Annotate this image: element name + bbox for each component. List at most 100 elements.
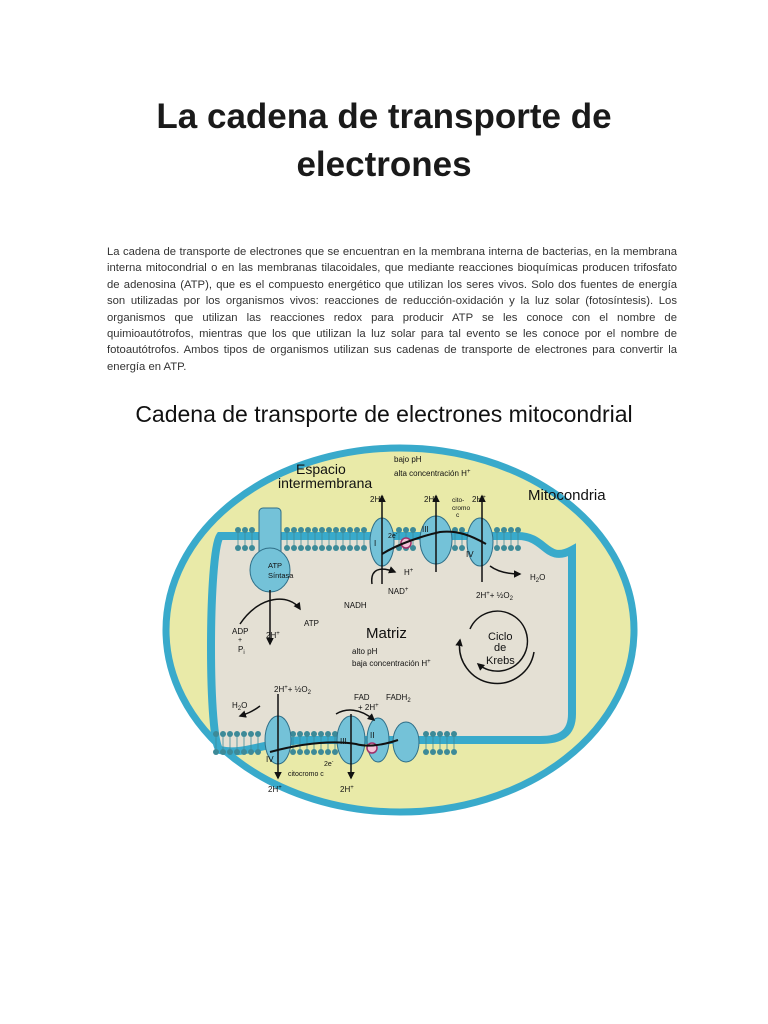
label-2h-atp: 2H+ — [266, 631, 280, 640]
label-complex-iii-bottom: III — [340, 737, 347, 746]
lipid-head — [410, 527, 416, 533]
label-2h-half-o2-top: 2H++ ½O2 — [476, 591, 514, 602]
lipid-head — [311, 731, 317, 737]
lipid-head — [290, 731, 296, 737]
lipid-head — [444, 749, 450, 755]
lipid-head — [319, 545, 325, 551]
atp-synthase — [249, 507, 291, 593]
label-krebs: Krebs — [486, 655, 515, 667]
lipid-head — [325, 749, 331, 755]
label-nadh: NADH — [344, 601, 367, 610]
electron-path-top — [381, 530, 487, 555]
lipid-head — [291, 545, 297, 551]
lipid-head — [326, 545, 332, 551]
lipid-head — [508, 545, 514, 551]
label-2h-bottom-2: 2H+ — [340, 785, 354, 794]
label-2h-bottom-1: 2H+ — [268, 785, 282, 794]
label-citocromo-bottom: citocromo c — [288, 771, 324, 778]
lipid-head — [423, 731, 429, 737]
mitochondria-diagram: Mitocondria Espacio intermembrana bajo p… — [162, 444, 638, 816]
lipid-head — [284, 527, 290, 533]
label-adp-plus: + — [238, 637, 242, 644]
lipid-head — [249, 527, 255, 533]
label-intermembrana: intermembrana — [278, 475, 372, 491]
lipid-head — [494, 527, 500, 533]
label-complex-iii-top: III — [422, 525, 429, 534]
lipid-head — [241, 749, 247, 755]
lipid-head — [213, 749, 219, 755]
lipid-head — [318, 749, 324, 755]
lipid-head — [220, 731, 226, 737]
lipid-head — [361, 545, 367, 551]
lipid-bilayer-top — [235, 527, 521, 551]
lipid-head — [340, 527, 346, 533]
lipid-head — [227, 749, 233, 755]
electron-path-bottom — [269, 739, 399, 753]
label-complex-ii-bottom: II — [370, 731, 374, 740]
lipid-head — [347, 527, 353, 533]
lipid-head — [410, 545, 416, 551]
lipid-head — [234, 731, 240, 737]
label-matriz: Matriz — [366, 625, 407, 642]
lipid-head — [333, 545, 339, 551]
label-fad-2h: + 2H+ — [358, 703, 379, 712]
lipid-bilayer-bottom — [213, 731, 457, 755]
label-bajo-ph: bajo pH — [394, 455, 422, 464]
lipid-head — [501, 545, 507, 551]
lipid-head — [423, 749, 429, 755]
label-2h-top-3: 2H+ — [472, 495, 486, 504]
lipid-head — [305, 545, 311, 551]
label-complex-iv-top: IV — [466, 550, 474, 559]
lipid-head — [312, 527, 318, 533]
label-atp-sintasa-1: ATP — [268, 561, 282, 570]
lipid-head — [298, 527, 304, 533]
lipid-head — [515, 545, 521, 551]
lipid-head — [347, 545, 353, 551]
lipid-head — [437, 749, 443, 755]
lipid-head — [444, 731, 450, 737]
lipid-head — [354, 545, 360, 551]
lipid-head — [452, 545, 458, 551]
lipid-head — [332, 731, 338, 737]
label-de: de — [494, 642, 506, 654]
label-2e-top: 2e- — [388, 531, 398, 540]
lipid-head — [508, 527, 514, 533]
lipid-head — [361, 527, 367, 533]
label-h-matrix: H+ — [404, 568, 414, 577]
label-baja-conc: baja concentración H+ — [352, 659, 431, 668]
lipid-head — [242, 527, 248, 533]
label-atp-sintasa-2: Síntasa — [268, 571, 294, 580]
label-adp: ADP — [232, 627, 248, 636]
lipid-head — [333, 527, 339, 533]
page-title: La cadena de transporte de electrones — [156, 97, 612, 184]
label-espacio: Espacio — [296, 461, 346, 477]
label-2h-half-o2-bottom: 2H++ ½O2 — [274, 685, 312, 696]
label-complex-i: I — [374, 539, 376, 548]
diagram-title: Cadena de transporte de electrones mitoc… — [135, 401, 633, 427]
lipid-head — [255, 731, 261, 737]
lipid-head — [249, 545, 255, 551]
label-atp: ATP — [304, 619, 319, 628]
lipid-head — [304, 731, 310, 737]
label-pi: Pi — [238, 645, 245, 656]
lipid-head — [340, 545, 346, 551]
lipid-head — [312, 545, 318, 551]
lipid-head — [241, 731, 247, 737]
label-complex-iv-bottom: IV — [266, 755, 274, 764]
lipid-head — [494, 545, 500, 551]
label-alto-ph: alto pH — [352, 647, 378, 656]
label-mitocondria: Mitocondria — [528, 487, 606, 504]
label-citocromo-top-2: cromo — [452, 505, 470, 512]
lipid-head — [235, 545, 241, 551]
lipid-head — [319, 527, 325, 533]
label-2h-top-1: 2H+ — [370, 495, 384, 504]
lipid-head — [501, 527, 507, 533]
lipid-head — [304, 749, 310, 755]
label-fadh2: FADH2 — [386, 693, 411, 704]
lipid-head — [235, 527, 241, 533]
lipid-head — [298, 545, 304, 551]
lipid-head — [451, 731, 457, 737]
lipid-head — [430, 749, 436, 755]
label-alta-conc: alta concentración H+ — [394, 469, 471, 478]
lipid-head — [430, 731, 436, 737]
